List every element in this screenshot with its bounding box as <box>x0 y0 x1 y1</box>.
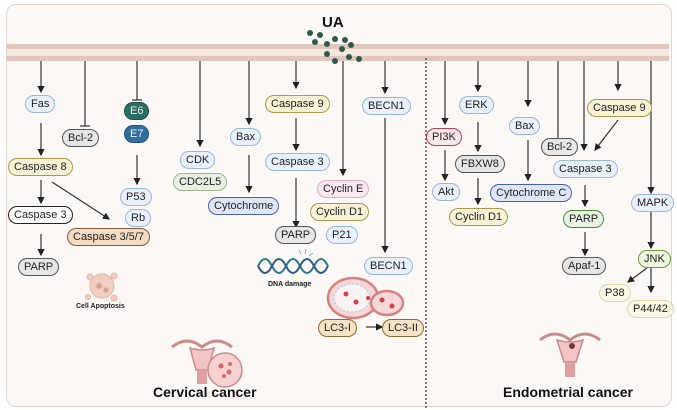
node-parp-b: PARP <box>275 226 317 244</box>
node-cdk: CDK <box>180 151 216 169</box>
node-erk: ERK <box>459 96 494 114</box>
cell-membrane-middle <box>7 49 669 56</box>
dna-damage-label: DNA damage <box>268 281 312 288</box>
node-cytochromec: Cytochrome C <box>490 184 573 202</box>
arrow-jnk-p38 <box>627 267 648 283</box>
node-caspase3-a: Caspase 3 <box>8 206 73 224</box>
node-bax-e: Bax <box>509 117 540 135</box>
node-parp-e: PARP <box>563 210 605 228</box>
node-p38: P38 <box>599 284 631 302</box>
node-caspase8: Caspase 8 <box>8 158 73 176</box>
node-lc3ii: LC3-II <box>382 319 424 337</box>
node-mapk: MAPK <box>631 194 675 212</box>
arrow-casp9-casp3-e <box>594 119 619 151</box>
node-cytochrome: Cytochrome <box>208 197 280 215</box>
node-becn1-bottom: BECN1 <box>364 257 413 275</box>
node-fas: Fas <box>25 95 56 113</box>
node-e6: E6 <box>124 102 150 120</box>
node-apaf1: Apaf-1 <box>562 257 607 275</box>
arrow-casp8-casp357 <box>51 181 111 220</box>
uterus-icon-cervical <box>171 339 243 388</box>
node-p21: P21 <box>326 226 358 244</box>
uterus-icon-endometrial <box>539 332 601 377</box>
apoptotic-cell-icon <box>85 272 118 302</box>
node-p53: P53 <box>120 188 152 206</box>
node-jnk: JNK <box>638 250 671 268</box>
node-parp-a: PARP <box>18 258 60 276</box>
node-caspase3-b: Caspase 3 <box>265 153 330 171</box>
node-caspase9-e: Caspase 9 <box>587 99 652 117</box>
cell-apoptosis-label: Cell Apoptosis <box>76 303 125 310</box>
autophagosome-icon <box>326 276 405 320</box>
node-fbxw8: FBXW8 <box>455 155 505 173</box>
node-cyclind1-e: Cyclin D1 <box>449 208 509 226</box>
dna-damage-icon <box>257 248 329 274</box>
node-rb: Rb <box>125 209 152 227</box>
node-bax: Bax <box>230 128 261 146</box>
cell-membrane-inner <box>7 56 669 61</box>
node-caspase357: Caspase 3/5/7 <box>67 228 150 246</box>
node-cdc2l5: CDC2L5 <box>173 173 228 191</box>
node-becn1-top: BECN1 <box>362 97 411 115</box>
node-cycline: Cyclin E <box>317 180 370 198</box>
node-pi3k: PI3K <box>426 128 462 146</box>
node-lc3i: LC3-I <box>318 319 357 337</box>
cell-membrane-outer <box>7 44 669 49</box>
node-bcl2: Bcl-2 <box>62 129 100 147</box>
ua-molecule-dots <box>307 30 362 64</box>
ua-label: UA <box>322 14 344 31</box>
endometrial-cancer-title: Endometrial cancer <box>503 384 633 400</box>
node-akt: Akt <box>432 183 460 201</box>
node-p4442: P44/42 <box>627 300 674 318</box>
cervical-cancer-title: Cervical cancer <box>153 384 257 400</box>
node-caspase9: Caspase 9 <box>265 95 330 113</box>
node-e7: E7 <box>124 125 150 143</box>
node-caspase3-e: Caspase 3 <box>553 160 618 178</box>
node-bcl2-e: Bcl-2 <box>541 138 579 156</box>
node-cyclind1: Cyclin D1 <box>310 203 370 221</box>
